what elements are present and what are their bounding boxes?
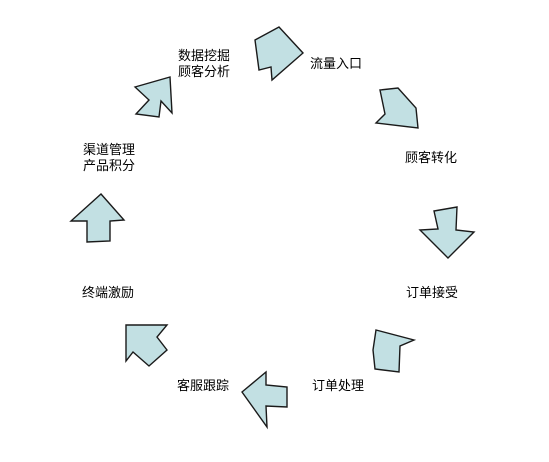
label-customer-tracking: 客服跟踪 [177,379,229,395]
label-line: 客服跟踪 [177,379,230,394]
label-terminal-incentive: 终端激励 [82,286,134,302]
arrow-customer-tracking [241,370,288,430]
label-line: 订单处理 [312,379,365,394]
arrow-order-acceptance [418,206,476,259]
arrow-terminal-incentive [125,324,169,367]
label-data-mining: 数据挖掘 顾客分析 [178,49,230,81]
label-traffic-entry: 流量入口 [310,57,362,73]
label-line: 数据挖掘 [178,49,231,64]
label-customer-conversion: 顾客转化 [405,151,457,167]
label-order-processing: 订单处理 [312,379,364,395]
label-order-acceptance: 订单接受 [406,286,458,302]
label-line: 顾客转化 [405,151,458,166]
arrow-data-mining [133,76,173,118]
label-line: 渠道管理 [83,143,136,158]
arrow-order-processing [372,329,417,373]
label-channel-management: 渠道管理 产品积分 [83,143,135,175]
label-line: 终端激励 [82,286,135,301]
label-line: 流量入口 [310,57,363,72]
arrow-channel-management [69,193,126,243]
arrow-traffic-entry [254,26,305,82]
arrow-customer-conversion [374,87,419,129]
label-line: 订单接受 [406,286,459,301]
label-line: 顾客分析 [178,65,231,80]
label-line: 产品积分 [83,159,136,174]
